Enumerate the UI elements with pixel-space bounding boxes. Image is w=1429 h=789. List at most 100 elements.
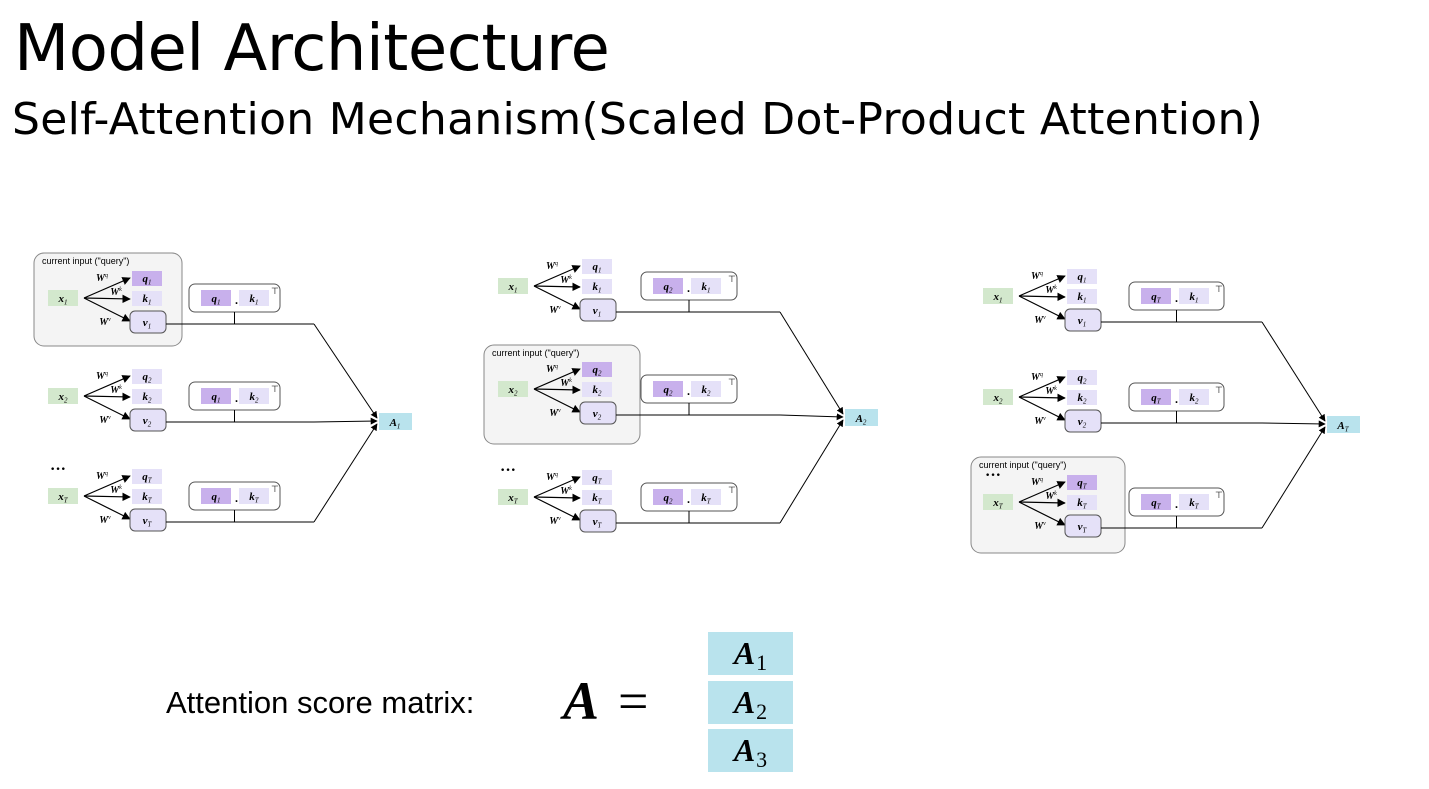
projection-arrow <box>533 493 581 503</box>
dot-k-cell <box>239 388 269 404</box>
projection-arrow <box>1018 481 1066 503</box>
input-x-label: xT <box>57 491 69 504</box>
input-x-box <box>48 488 78 504</box>
projection-arrow <box>83 294 131 304</box>
dot-k-label: k1 <box>702 281 711 294</box>
aggregate-arrow <box>1261 420 1326 428</box>
v-vector-label: v1 <box>1078 315 1086 328</box>
attention-panel-2: current input ("query")A2x1WqWkWvq1k1v1q… <box>483 259 878 533</box>
k-vector-label: kT <box>1077 497 1088 510</box>
aggregate-arrow <box>779 413 844 421</box>
q-vector-box <box>1067 269 1097 284</box>
input-x-box <box>983 288 1013 304</box>
aggregate-arrow <box>313 323 378 419</box>
dot-q-label: qT <box>1151 392 1162 405</box>
dot-q-label: q2 <box>664 281 674 294</box>
slide-subtitle: Self-Attention Mechanism(Scaled Dot-Prod… <box>12 94 1264 145</box>
k-vector-box <box>582 279 612 294</box>
projection-arrow <box>533 476 581 498</box>
k-vector-label: k2 <box>143 391 153 404</box>
dot-q-label: q1 <box>212 293 221 306</box>
dot-q-cell <box>201 290 231 306</box>
dot-operator: . <box>1175 497 1178 511</box>
weight-key-label: Wk <box>110 385 122 396</box>
dot-k-label: kT <box>249 491 260 504</box>
q-vector-box <box>582 259 612 274</box>
input-x-label: x1 <box>508 281 518 294</box>
weight-query-label: Wq <box>1031 372 1043 383</box>
weight-value-label: Wv <box>549 516 561 527</box>
weight-query-label: Wq <box>546 472 558 483</box>
dot-q-cell <box>653 381 683 397</box>
dot-k-cell <box>1179 494 1209 510</box>
aggregate-arrow <box>779 419 844 524</box>
dot-k-cell <box>1179 288 1209 304</box>
q-vector-box <box>1067 475 1097 490</box>
k-vector-box <box>1067 495 1097 510</box>
transpose-symbol: ⊤ <box>1215 284 1223 294</box>
equals-sign: = <box>618 671 649 731</box>
query-box-label: current input ("query") <box>979 460 1066 470</box>
dot-k-label: kT <box>701 492 712 505</box>
k-vector-label: kT <box>142 491 153 504</box>
slide-title: Model Architecture <box>14 12 610 86</box>
dot-q-cell <box>201 488 231 504</box>
output-box <box>1327 416 1360 433</box>
v-vector-box <box>579 298 617 322</box>
dot-operator: . <box>687 281 690 295</box>
k-vector-box <box>582 382 612 397</box>
v-vector-box <box>129 408 167 432</box>
v-vector-label: vT <box>593 516 603 529</box>
dot-k-label: k2 <box>250 391 260 404</box>
aggregate-arrow <box>313 423 378 523</box>
weight-value-label: Wv <box>99 317 111 328</box>
q-vector-label: q1 <box>1078 271 1087 284</box>
ellipsis: ··· <box>985 467 1001 484</box>
weight-key-label: Wk <box>560 486 572 497</box>
dot-k-label: k1 <box>250 293 259 306</box>
projection-arrow <box>83 392 131 402</box>
k-vector-label: k1 <box>143 293 152 306</box>
weight-key-label: Wk <box>1045 491 1057 502</box>
transpose-symbol: ⊤ <box>271 384 279 394</box>
k-vector-box <box>132 291 162 306</box>
projection-arrow <box>1018 295 1066 320</box>
projection-arrow <box>83 495 131 520</box>
projection-arrow <box>1018 393 1066 403</box>
weight-key-label: Wk <box>1045 386 1057 397</box>
k-vector-label: k2 <box>593 384 603 397</box>
q-vector-label: q2 <box>143 371 153 384</box>
q-vector-label: q1 <box>143 273 152 286</box>
weight-query-label: Wq <box>546 364 558 375</box>
dot-q-cell <box>653 278 683 294</box>
projection-arrow <box>533 388 581 413</box>
q-vector-label: qT <box>142 471 153 484</box>
aggregate-arrow <box>1261 426 1326 529</box>
transpose-symbol: ⊤ <box>271 286 279 296</box>
ellipsis: ··· <box>500 462 516 479</box>
output-box <box>379 413 412 430</box>
projection-arrow <box>83 395 131 420</box>
aggregate-arrow <box>1261 321 1326 422</box>
projection-arrow <box>1018 501 1066 526</box>
dot-k-cell <box>239 290 269 306</box>
dot-q-label: qT <box>1151 291 1162 304</box>
input-x-box <box>983 389 1013 405</box>
dot-k-cell <box>239 488 269 504</box>
v-vector-label: vT <box>143 515 153 528</box>
weight-value-label: Wv <box>1034 416 1046 427</box>
k-vector-label: k1 <box>1078 291 1087 304</box>
dot-q-label: q1 <box>212 491 221 504</box>
dot-k-cell <box>691 278 721 294</box>
v-vector-label: v1 <box>593 305 601 318</box>
aggregate-arrow <box>779 311 844 415</box>
attention-panel-3: current input ("query")ATx1WqWkWvq1k1v1q… <box>970 269 1360 554</box>
q-vector-label: qT <box>592 472 603 485</box>
dot-operator: . <box>235 293 238 307</box>
k-vector-box <box>582 490 612 505</box>
projection-arrow <box>1018 275 1066 297</box>
dot-k-cell <box>1179 389 1209 405</box>
k-vector-label: k1 <box>593 281 602 294</box>
input-x-label: x2 <box>993 392 1004 405</box>
dot-k-label: k2 <box>702 384 712 397</box>
